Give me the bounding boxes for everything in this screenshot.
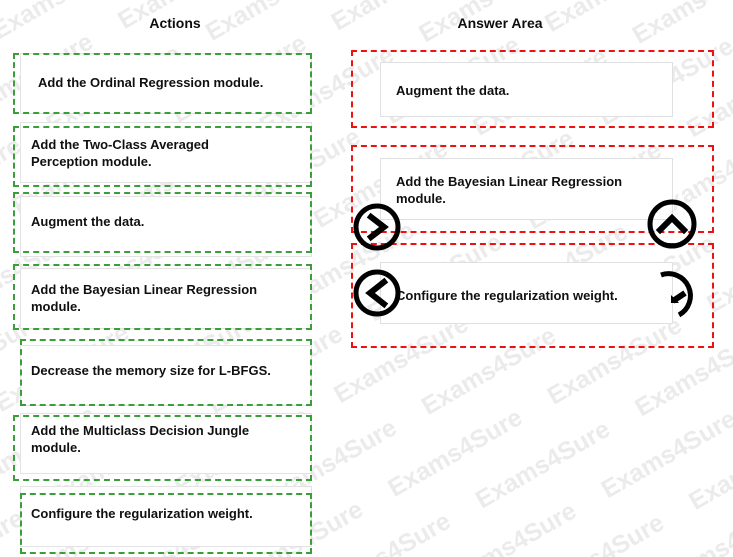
action-item-label: Add the Bayesian Linear Regression modul… <box>31 282 258 314</box>
action-item-label: Add the Two-Class Averaged Perception mo… <box>31 137 209 169</box>
action-card-background <box>20 268 312 329</box>
action-card-background <box>20 486 312 547</box>
answer-slot-label: Add the Bayesian Linear Regression modul… <box>396 174 623 206</box>
action-card-outline[interactable] <box>20 339 312 406</box>
action-item-label: Augment the data. <box>31 214 145 229</box>
action-card-outline[interactable] <box>13 264 312 330</box>
answer-slot-label: Configure the regularization weight. <box>396 288 618 303</box>
action-card-background <box>20 196 312 257</box>
actions-column-header: Actions <box>149 15 201 31</box>
action-card-outline[interactable] <box>13 126 312 187</box>
answer-slot-background <box>380 262 673 324</box>
answer-slot-outline[interactable] <box>351 145 714 233</box>
answer-area-column-header: Answer Area <box>457 15 543 31</box>
answer-slot-label: Augment the data. <box>396 83 510 98</box>
action-item-label: Add the Multiclass Decision Jungle modul… <box>31 423 250 455</box>
action-card-outline[interactable] <box>13 53 312 114</box>
action-card-background <box>20 345 312 406</box>
action-item-label: Configure the regularization weight. <box>31 506 253 521</box>
answer-slot-background <box>380 158 673 220</box>
action-card-outline[interactable] <box>20 493 312 554</box>
action-card-background <box>20 122 312 183</box>
action-item-label: Add the Ordinal Regression module. <box>38 75 264 90</box>
action-card-background <box>20 413 312 474</box>
action-card-outline[interactable] <box>13 415 312 481</box>
answer-slot-background <box>380 62 673 117</box>
action-item-label: Decrease the memory size for L-BFGS. <box>31 363 271 378</box>
action-card-outline[interactable] <box>13 192 312 253</box>
answer-slot-outline[interactable] <box>351 50 714 128</box>
answer-slot-outline[interactable] <box>351 243 714 348</box>
